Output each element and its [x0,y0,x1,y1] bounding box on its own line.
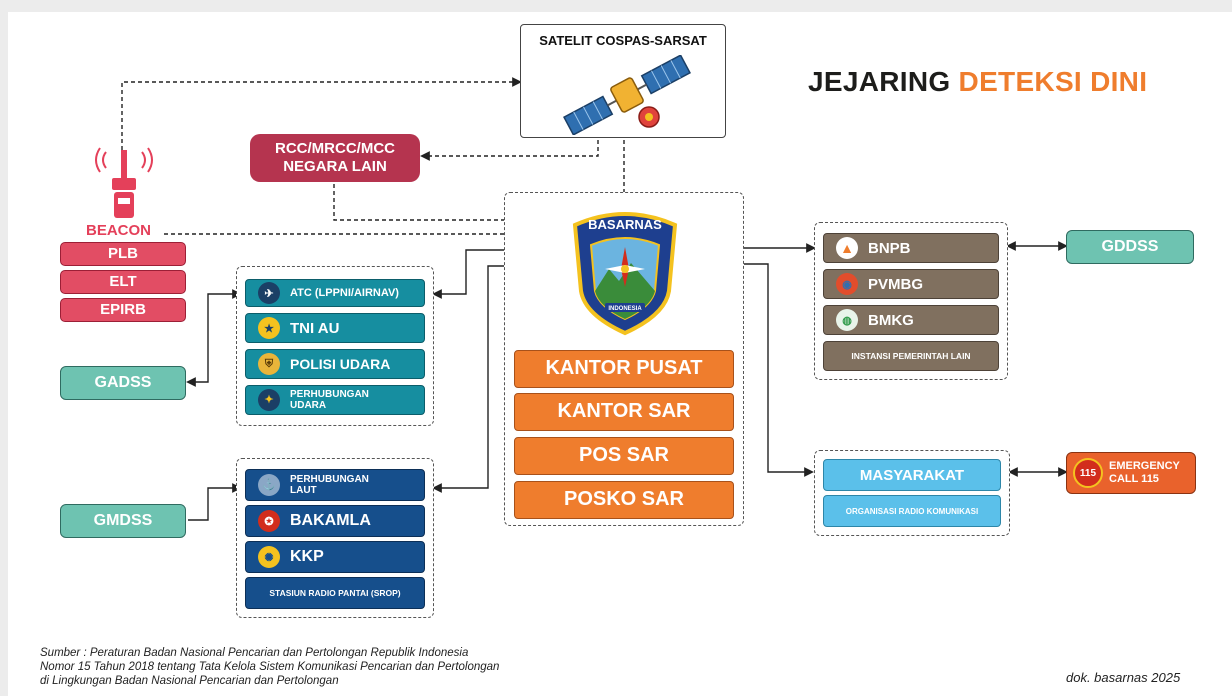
rcc-foreign-box: RCC/MRCC/MCC NEGARA LAIN [250,134,420,182]
public-item-masyarakat-label: MASYARAKAT [859,466,965,484]
office-pos-sar: POS SAR [514,437,734,475]
gov-item-other: INSTANSI PEMERINTAH LAIN [823,341,999,371]
public-item-orari: ORGANISASI RADIO KOMUNIKASI [823,495,1001,527]
air-agencies-group: ✈ ATC (LPPNI/AIRNAV) ★ TNI AU ⛨ POLISI U… [236,266,434,426]
bnpb-emblem-icon: ▲ [836,237,858,259]
page-title: JEJARING DETEKSI DINI [808,66,1147,98]
air-item-polisi-udara-label: POLISI UDARA [290,356,391,372]
sea-item-bakamla: ✪ BAKAMLA [245,505,425,537]
bakamla-emblem-icon: ✪ [258,510,280,532]
sea-agencies-group: ⚓ PERHUBUNGAN LAUT ✪ BAKAMLA ✺ KKP STASI… [236,458,434,618]
public-item-masyarakat: MASYARAKAT [823,459,1001,491]
gov-item-pvmbg-label: PVMBG [868,275,924,293]
sea-item-srop: STASIUN RADIO PANTAI (SROP) [245,577,425,609]
air-item-polisi-udara: ⛨ POLISI UDARA [245,349,425,379]
sea-item-kkp-label: KKP [290,548,324,565]
beacon-item-epirb: EPIRB [60,298,186,322]
air-item-atc: ✈ ATC (LPPNI/AIRNAV) [245,279,425,307]
gov-item-other-label: INSTANSI PEMERINTAH LAIN [851,351,971,361]
beacon-item-elt: ELT [60,270,186,294]
bmkg-emblem-icon: ◍ [836,309,858,331]
gmdss-box: GMDSS [60,504,186,538]
sea-item-kkp: ✺ KKP [245,541,425,573]
gov-item-bmkg-label: BMKG [868,311,914,329]
air-item-perhubungan-udara-label: PERHUBUNGAN UDARA [290,389,369,411]
beacon-label: BEACON [86,222,152,239]
tni-au-emblem-icon: ★ [258,317,280,339]
gadss-box: GADSS [60,366,186,400]
beacon-item-plb: PLB [60,242,186,266]
polisi-udara-emblem-icon: ⛨ [258,353,280,375]
gov-item-bnpb-label: BNPB [868,239,911,257]
rcc-line1: RCC/MRCC/MCC [275,140,395,157]
satellite-box: SATELIT COSPAS-SARSAT [520,24,726,138]
satellite-label: SATELIT COSPAS-SARSAT [539,33,707,48]
basarnas-logo: BASARNAS INDONESIA [572,212,678,336]
air-item-atc-label: ATC (LPPNI/AIRNAV) [290,287,399,299]
source-line2: Nomor 15 Tahun 2018 tentang Tata Kelola … [40,661,500,673]
atc-emblem-icon: ✈ [258,282,280,304]
sea-item-srop-label: STASIUN RADIO PANTAI (SROP) [269,588,401,598]
air-item-perhubungan-udara: ✦ PERHUBUNGAN UDARA [245,385,425,415]
basarnas-logo-text: BASARNAS [588,217,662,232]
source-line3: di Lingkungan Badan Nasional Pencarian d… [40,675,339,687]
source-note: Sumber : Peraturan Badan Nasional Pencar… [40,646,680,688]
credit-note: dok. basarnas 2025 [1066,670,1181,685]
government-agencies-group: ▲ BNPB ◉ PVMBG ◍ BMKG INSTANSI PEMERINTA… [814,222,1008,380]
public-item-orari-label: ORGANISASI RADIO KOMUNIKASI [845,506,979,516]
satellite-icon [563,55,691,135]
air-item-tni-au-label: TNI AU [290,319,340,337]
emergency-line1: EMERGENCY [1109,460,1180,472]
basarnas-logo-sub: INDONESIA [608,306,642,312]
office-posko-sar: POSKO SAR [514,481,734,519]
gov-item-pvmbg: ◉ PVMBG [823,269,999,299]
gov-item-bnpb: ▲ BNPB [823,233,999,263]
sea-item-bakamla-label: BAKAMLA [290,512,371,529]
gov-item-bmkg: ◍ BMKG [823,305,999,335]
perhubungan-udara-emblem-icon: ✦ [258,389,280,411]
sea-item-perhubungan-laut-label: PERHUBUNGAN LAUT [290,474,369,496]
public-group: MASYARAKAT ORGANISASI RADIO KOMUNIKASI [814,450,1010,536]
pvmbg-emblem-icon: ◉ [836,273,858,295]
kkp-emblem-icon: ✺ [258,546,280,568]
emergency-line2: CALL 115 [1109,473,1159,485]
air-item-tni-au: ★ TNI AU [245,313,425,343]
gddss-box: GDDSS [1066,230,1194,264]
title-main: JEJARING [808,66,951,97]
rcc-line2: NEGARA LAIN [283,158,387,175]
office-kantor-sar: KANTOR SAR [514,393,734,431]
beacon-antenna-icon [95,147,153,218]
source-line1: Sumber : Peraturan Badan Nasional Pencar… [40,647,469,659]
emergency-call-box: 115 EMERGENCY CALL 115 [1066,452,1196,494]
office-kantor-pusat: KANTOR PUSAT [514,350,734,388]
emergency-115-icon: 115 [1073,458,1103,488]
title-accent: DETEKSI DINI [958,66,1148,97]
perhubungan-laut-emblem-icon: ⚓ [258,474,280,496]
sea-item-perhubungan-laut: ⚓ PERHUBUNGAN LAUT [245,469,425,501]
